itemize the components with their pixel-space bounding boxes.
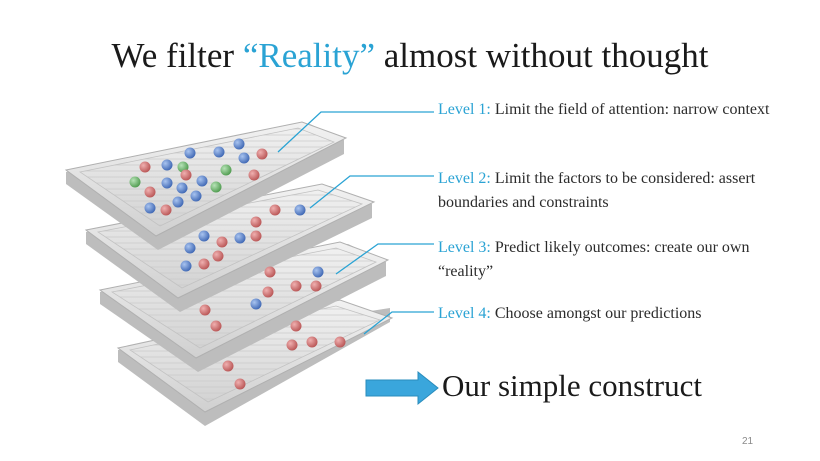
marble-red bbox=[144, 186, 156, 198]
marble-red bbox=[248, 169, 260, 181]
marble-red bbox=[250, 216, 262, 228]
marble-red bbox=[160, 204, 172, 216]
title-post: almost without thought bbox=[374, 36, 709, 75]
marble-blue bbox=[312, 266, 324, 278]
connector-level-2 bbox=[309, 175, 434, 209]
level-4-description: Choose amongst our predictions bbox=[490, 305, 702, 322]
level-3-text: Level 3: Predict likely outcomes: create… bbox=[438, 236, 788, 284]
level-4-text: Level 4: Choose amongst our predictions bbox=[438, 302, 788, 326]
connector-level-3 bbox=[335, 243, 434, 275]
title-pre: We filter bbox=[111, 36, 243, 75]
marble-blue bbox=[213, 146, 225, 158]
marble-blue bbox=[184, 147, 196, 159]
tray-level-1 bbox=[64, 121, 348, 250]
marble-blue bbox=[176, 182, 188, 194]
marble-blue bbox=[172, 196, 184, 208]
level-1-label: Level 1: bbox=[438, 101, 491, 118]
level-1-text: Level 1: Limit the field of attention: n… bbox=[438, 98, 788, 122]
marble-red bbox=[269, 204, 281, 216]
marble-blue bbox=[233, 138, 245, 150]
marble-blue bbox=[294, 204, 306, 216]
marble-blue bbox=[198, 230, 210, 242]
marble-red bbox=[290, 280, 302, 292]
marble-green bbox=[210, 181, 222, 193]
marble-green bbox=[220, 164, 232, 176]
arrow-right-icon bbox=[365, 370, 439, 406]
marble-red bbox=[250, 230, 262, 242]
level-3-label: Level 3: bbox=[438, 239, 491, 256]
marble-red bbox=[216, 236, 228, 248]
connector-level-1 bbox=[277, 111, 434, 153]
construct-caption: Our simple construct bbox=[442, 368, 703, 403]
marble-red bbox=[212, 250, 224, 262]
slide-title: We filter “Reality” almost without thoug… bbox=[0, 36, 820, 76]
tray-level-2-marbles-left bbox=[180, 230, 262, 272]
page-number: 21 bbox=[742, 436, 754, 447]
connector-lines bbox=[277, 111, 434, 335]
marble-blue bbox=[238, 152, 250, 164]
marble-blue bbox=[161, 177, 173, 189]
marble-red bbox=[139, 161, 151, 173]
marble-red bbox=[334, 336, 346, 348]
marble-red bbox=[264, 266, 276, 278]
title-highlight: “Reality” bbox=[242, 36, 375, 75]
level-2-text: Level 2: Limit the factors to be conside… bbox=[438, 167, 788, 215]
marble-blue bbox=[161, 159, 173, 171]
marble-red bbox=[256, 148, 268, 160]
marble-red bbox=[210, 320, 222, 332]
level-4-label: Level 4: bbox=[438, 305, 491, 322]
level-3-description: Predict likely outcomes: create our own … bbox=[438, 239, 750, 280]
connector-level-4 bbox=[363, 311, 434, 335]
marble-blue bbox=[180, 260, 192, 272]
marble-red bbox=[262, 286, 274, 298]
marble-red bbox=[199, 304, 211, 316]
marble-red bbox=[234, 378, 246, 390]
tray-level-2 bbox=[84, 183, 376, 312]
level-2-description: Limit the factors to be considered: asse… bbox=[438, 170, 756, 211]
marble-blue bbox=[196, 175, 208, 187]
marble-green bbox=[129, 176, 141, 188]
marble-blue bbox=[250, 298, 262, 310]
marble-red bbox=[310, 280, 322, 292]
marble-blue bbox=[190, 190, 202, 202]
level-1-description: Limit the field of attention: narrow con… bbox=[490, 101, 770, 118]
marble-red bbox=[180, 169, 192, 181]
marble-red bbox=[306, 336, 318, 348]
marble-red bbox=[222, 360, 234, 372]
marble-red bbox=[290, 320, 302, 332]
level-2-label: Level 2: bbox=[438, 170, 491, 187]
marble-red bbox=[286, 339, 298, 351]
marble-blue bbox=[144, 202, 156, 214]
marble-blue bbox=[234, 232, 246, 244]
marble-red bbox=[198, 258, 210, 270]
marble-blue bbox=[184, 242, 196, 254]
